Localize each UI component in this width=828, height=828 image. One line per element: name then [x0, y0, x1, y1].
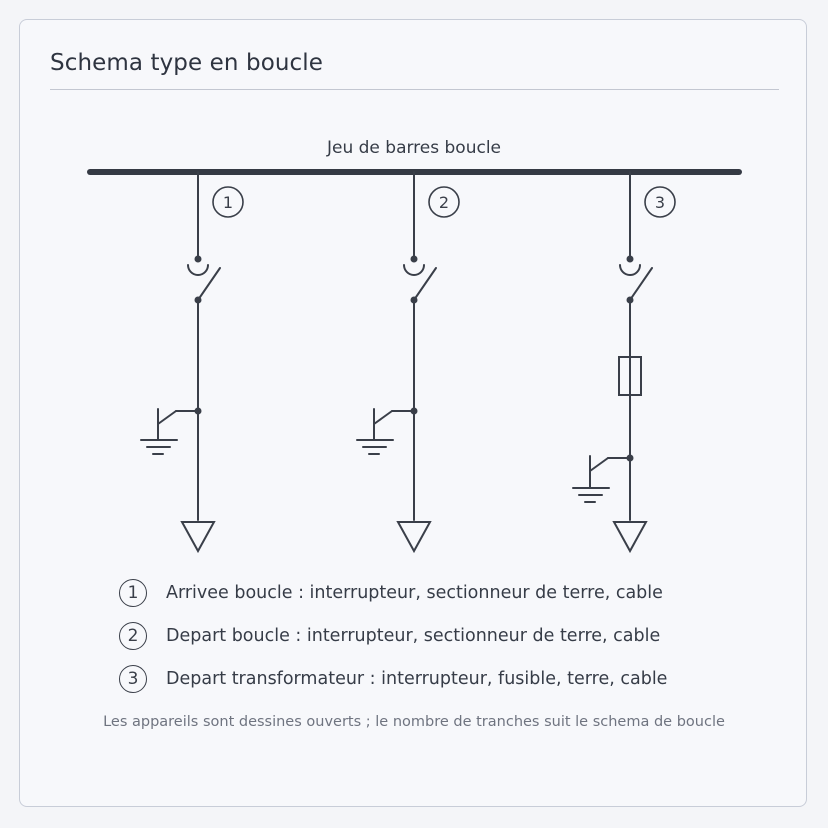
feeder-1-number: 1 [223, 193, 233, 212]
feeder-2-cable-terminal [396, 521, 432, 554]
feeder-2-badge: 2 [428, 186, 460, 218]
feeder-1-top-node [194, 255, 202, 263]
feeder-3-number: 3 [655, 193, 665, 212]
feeder-1-cable-terminal [180, 521, 216, 554]
legend-badge-3: 3 [119, 665, 147, 693]
feeder-1-badge: 1 [212, 186, 244, 218]
footnote: Les appareils sont dessines ouverts ; le… [103, 714, 725, 730]
feeder-3-earth-switch-blade [589, 457, 609, 472]
feeder-2-switch-blade [413, 267, 437, 301]
legend-text-2: Depart boucle : interrupteur, sectionneu… [166, 626, 661, 646]
feeder-3-top-node [626, 255, 634, 263]
legend-badge-2: 2 [119, 622, 147, 650]
feeder-3-cable-terminal [612, 521, 648, 554]
busbar-label: Jeu de barres boucle [326, 138, 501, 158]
page-title: Schema type en boucle [50, 50, 324, 76]
feeder-3 [572, 171, 653, 554]
feeder-2-top-node [410, 255, 418, 263]
title-divider [50, 89, 779, 90]
feeder-2-number: 2 [439, 193, 449, 212]
feeder-1-earth-switch-blade [157, 410, 177, 425]
feeder-1-switch-contact [187, 264, 209, 276]
feeder-3-badge: 3 [644, 186, 676, 218]
legend-text-3: Depart transformateur : interrupteur, fu… [166, 669, 668, 689]
legend-item-1: 1 Arrivee boucle : interrupteur, section… [119, 577, 663, 609]
feeder-3-switch-blade [629, 267, 653, 301]
feeder-2 [356, 171, 437, 554]
feeder-2-switch-contact [403, 264, 425, 276]
feeder-2-earth-switch-blade [373, 410, 393, 425]
feeder-3-switch-contact [619, 264, 641, 276]
feeder-1 [140, 171, 221, 554]
legend-badge-1: 1 [119, 579, 147, 607]
legend-item-3: 3 Depart transformateur : interrupteur, … [119, 663, 667, 695]
legend-item-2: 2 Depart boucle : interrupteur, sectionn… [119, 620, 660, 652]
legend-text-1: Arrivee boucle : interrupteur, sectionne… [166, 583, 663, 603]
feeder-1-switch-blade [197, 267, 221, 301]
